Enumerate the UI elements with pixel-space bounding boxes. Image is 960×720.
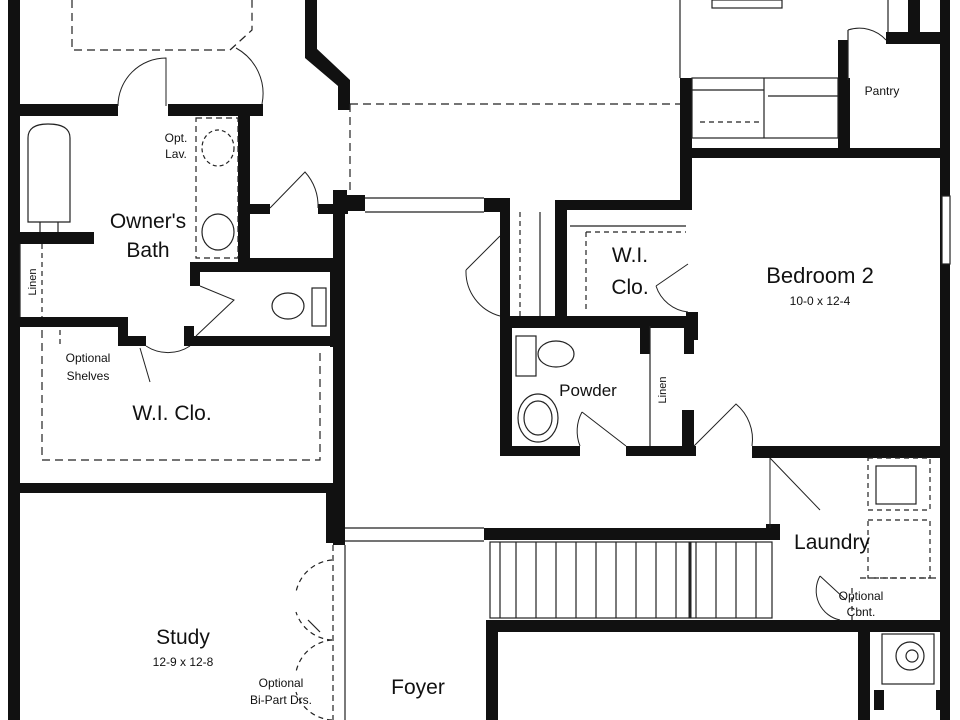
bed2-wic-label-line2: Clo.: [611, 276, 648, 299]
owners-bath-label-line1: Owner's: [110, 210, 186, 233]
owner-wic-label: W.I. Clo.: [132, 402, 211, 425]
bed2-wic-label-line1: W.I.: [612, 244, 648, 267]
optional-cbnt-label-line1: Optional: [839, 589, 884, 603]
bedroom2-dims: 10-0 x 12-4: [790, 294, 851, 308]
study-label: Study: [156, 626, 210, 649]
walls: [8, 0, 950, 720]
linen-left-label: Linen: [27, 269, 39, 296]
owners-bath-label-line2: Bath: [126, 239, 169, 262]
powder-label: Powder: [559, 381, 617, 400]
optional-bipart-label-line1: Optional: [259, 676, 304, 690]
study-dims: 12-9 x 12-8: [153, 655, 214, 669]
optional-cbnt-label-line2: Cbnt.: [847, 605, 876, 619]
laundry-label: Laundry: [794, 531, 870, 554]
opt-lav-label-line2: Lav.: [165, 147, 187, 161]
linen-powder-label: Linen: [657, 377, 669, 404]
optional-shelves-label-line2: Shelves: [67, 369, 110, 383]
room-labels: Owner's Bath Opt. Lav. Linen Optional Sh…: [27, 84, 899, 707]
bedroom2-label: Bedroom 2: [766, 263, 874, 288]
foyer-label: Foyer: [391, 676, 445, 699]
thin-lines: [19, 0, 951, 720]
pantry-label: Pantry: [865, 84, 900, 98]
optional-shelves-label-line1: Optional: [66, 351, 111, 365]
optional-bipart-label-line2: Bi-Part Drs.: [250, 693, 312, 707]
opt-lav-label-line1: Opt.: [165, 131, 188, 145]
